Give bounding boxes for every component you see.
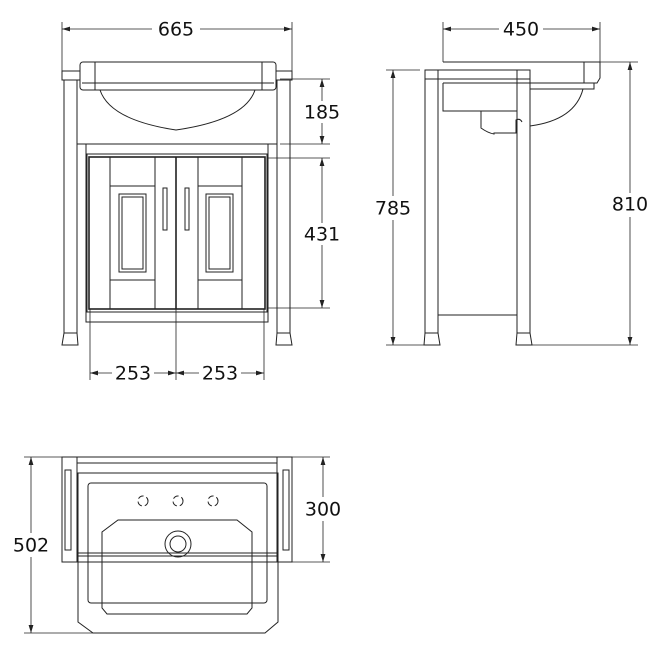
dimension-left-door-label: 253 xyxy=(115,363,151,385)
dimension-overall-height-label: 810 xyxy=(612,194,648,216)
tap-hole-right xyxy=(207,495,219,507)
dimension-width-label: 665 xyxy=(158,19,194,41)
dimension-frame-height-label: 785 xyxy=(375,198,411,220)
tap-hole-center xyxy=(172,495,184,507)
waste-inner xyxy=(169,535,187,553)
front-view: 665 185 431 253 253 xyxy=(61,18,342,385)
plan-view: 502 300 xyxy=(10,456,344,634)
dimension-overall-depth-label: 502 xyxy=(13,535,49,557)
tap-hole-left xyxy=(137,495,149,507)
left-door xyxy=(109,157,168,309)
dimension-door-height-label: 431 xyxy=(304,224,340,246)
right-door xyxy=(184,157,243,309)
dimension-right-door-label: 253 xyxy=(202,363,238,385)
side-view: 450 785 810 xyxy=(372,18,651,346)
waste-outer xyxy=(164,530,192,558)
dimension-depth-label: 450 xyxy=(503,19,539,41)
dimension-basin-depth-label: 185 xyxy=(304,102,340,124)
right-door-handle xyxy=(184,187,190,231)
left-door-handle xyxy=(162,187,168,231)
dimension-frame-depth-label: 300 xyxy=(305,499,341,521)
